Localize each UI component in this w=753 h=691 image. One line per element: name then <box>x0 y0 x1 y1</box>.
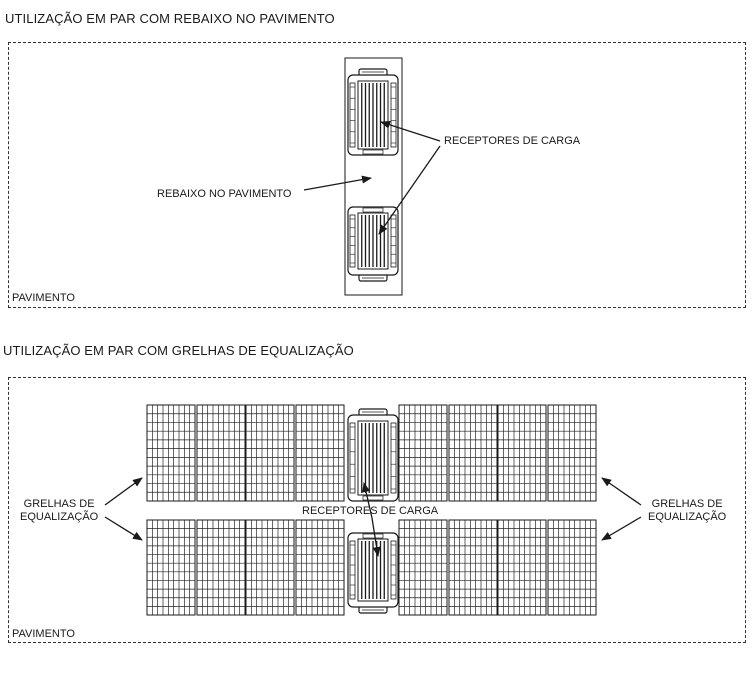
grid-tile-border <box>146 519 196 616</box>
grid-tile-border <box>196 404 246 502</box>
grid-tile-border <box>245 404 295 502</box>
load-receptor-pad <box>347 532 399 614</box>
section1-receptors-label: RECEPTORES DE CARGA <box>444 135 581 147</box>
arrow-receptor-bottom <box>378 145 441 235</box>
pad-side-rail <box>390 214 397 268</box>
pad-side-rail <box>349 214 356 268</box>
arrow-recess <box>303 175 372 191</box>
section1-title: UTILIZAÇÃO EM PAR COM REBAIXO NO PAVIMEN… <box>5 11 335 26</box>
arrow-grid-right-bottom <box>601 516 642 541</box>
section2-grids-right-line2: EQUALIZAÇÃO <box>648 511 727 523</box>
equalization-grid-tile <box>398 519 448 616</box>
grid-tile-border <box>497 404 547 502</box>
section2-grids-left-line1: GRELHAS DE <box>23 498 95 510</box>
equalization-grid-tile <box>196 404 246 502</box>
section2-grids-right-line1: GRELHAS DE <box>651 498 723 510</box>
grid-tile-border <box>295 519 345 616</box>
equalization-grid-tile <box>398 404 448 502</box>
pad-side-rail <box>349 540 356 600</box>
pad-end-plate <box>362 207 384 213</box>
arrow-grid-left-bottom <box>104 516 143 541</box>
grid-tile-border <box>547 519 597 616</box>
pad-side-rail <box>390 422 397 494</box>
grid-tile-border <box>398 519 448 616</box>
equalization-grid-tile <box>245 519 295 616</box>
arrow-grid-right-top <box>601 477 642 506</box>
equalization-grid-tile <box>146 519 196 616</box>
section2-grids-left-label: GRELHAS DE EQUALIZAÇÃO <box>20 498 98 524</box>
arrow-receptor-upper <box>362 482 373 519</box>
equalization-grid-tile <box>497 519 547 616</box>
equalization-grid-tile <box>547 404 597 502</box>
equalization-grid-tile <box>295 519 345 616</box>
pad-side-rail <box>349 82 356 148</box>
pad-side-rail <box>390 540 397 600</box>
equalization-grid-tile <box>497 404 547 502</box>
pad-end-plate <box>362 533 384 539</box>
grid-tile-border <box>245 519 295 616</box>
section2-grids-left-line2: EQUALIZAÇÃO <box>20 511 99 523</box>
arrow-receptor-lower <box>371 517 381 557</box>
load-receptor-pad <box>347 68 399 156</box>
section1-frame <box>8 42 746 308</box>
grid-tile-border <box>146 404 196 502</box>
pad-side-rail <box>349 422 356 494</box>
pad-end-plate <box>362 149 384 155</box>
equalization-grid-tile <box>295 404 345 502</box>
arrow-receptor-top <box>380 120 441 142</box>
section2-grids-right-label: GRELHAS DE EQUALIZAÇÃO <box>648 498 726 524</box>
section2-floor-label: PAVIMENTO <box>12 628 75 640</box>
equalization-grid-tile <box>196 519 246 616</box>
grid-tile-border <box>497 519 547 616</box>
load-receptor-pad <box>347 408 399 502</box>
pavement-recess-outline <box>344 57 403 296</box>
equalization-grid-tile <box>146 404 196 502</box>
equalization-grid-tile <box>245 404 295 502</box>
equalization-grid-tile <box>448 519 498 616</box>
grid-tile-border <box>448 404 498 502</box>
section2-title: UTILIZAÇÃO EM PAR COM GRELHAS DE EQUALIZ… <box>3 343 354 358</box>
grid-tile-border <box>547 404 597 502</box>
pad-side-rail <box>390 82 397 148</box>
grid-tile-border <box>448 519 498 616</box>
grid-tile-border <box>398 404 448 502</box>
grid-tile-border <box>196 519 246 616</box>
grid-tile-border <box>295 404 345 502</box>
section2-frame <box>8 377 746 643</box>
pad-end-plate <box>362 495 384 501</box>
arrow-grid-left-top <box>104 477 143 506</box>
section1-recess-label: REBAIXO NO PAVIMENTO <box>157 188 292 200</box>
equalization-grid-tile <box>547 519 597 616</box>
equalization-grid-tile <box>448 404 498 502</box>
section1-floor-label: PAVIMENTO <box>12 292 75 304</box>
